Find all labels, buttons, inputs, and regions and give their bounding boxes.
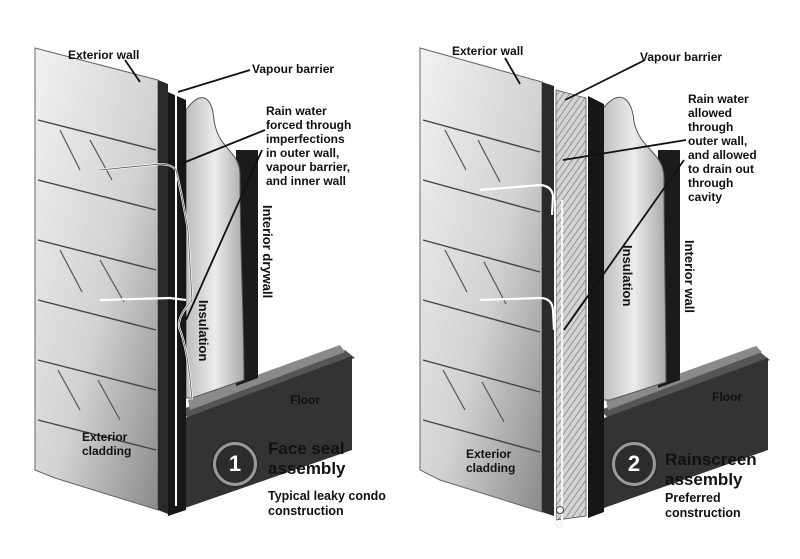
floor-slab-2	[600, 352, 770, 420]
leader-lines-2	[504, 57, 687, 331]
rain-streaks-2	[442, 129, 507, 423]
number-badge-2: 2	[612, 442, 656, 486]
label-rain-water-2: Rain water allowed through outer wall, a…	[688, 92, 757, 204]
cladding-siding-lines-2	[422, 119, 541, 453]
label-vapour-barrier-1: Vapour barrier	[252, 62, 335, 76]
title-line1-2: Rainscreen	[665, 450, 757, 469]
rain-water-path-2	[479, 183, 556, 331]
drain-drip-2	[556, 506, 564, 514]
cladding-siding-lines-1	[37, 119, 157, 451]
subtitle-line1-1: Typical leaky condo	[268, 489, 386, 503]
leader-lines-1	[124, 59, 266, 321]
label-interior-drywall-1: Interior drywall	[260, 205, 275, 299]
label-insulation-1: Insulation	[196, 300, 211, 362]
label-vapour-barrier-2: Vapour barrier	[640, 50, 723, 64]
insulation-1	[185, 97, 245, 399]
subtitle-line2-2: construction	[665, 506, 741, 520]
label-floor-2: Floor	[712, 390, 742, 404]
floor-slab-1-top	[188, 345, 345, 410]
number-badge-1: 1	[213, 442, 257, 486]
subtitle-line1-2: Preferred	[665, 491, 721, 505]
label-exterior-cladding-1: Exterior cladding	[82, 430, 132, 458]
label-exterior-cladding-2: Exterior cladding	[466, 447, 516, 475]
label-exterior-wall-2: Exterior wall	[452, 44, 524, 58]
face-seal-assembly	[34, 47, 355, 516]
floor-slab-1	[180, 350, 355, 420]
exterior-cladding-2	[419, 47, 543, 513]
rain-streaks-1	[57, 129, 125, 421]
label-exterior-wall-1: Exterior wall	[68, 48, 140, 62]
rainscreen-assembly	[419, 47, 770, 530]
title-line1-1: Face seal	[268, 439, 345, 458]
inner-wall-2	[588, 96, 604, 518]
label-rain-water-1: Rain water forced through imperfections …	[266, 104, 352, 188]
label-floor-1: Floor	[290, 393, 320, 407]
subtitle-line2-1: construction	[268, 504, 344, 518]
drain-water-line-2	[554, 200, 563, 530]
exterior-wall-sheathing-1	[158, 80, 168, 514]
title-line2-2: assembly	[665, 470, 743, 489]
exterior-cladding-1	[34, 47, 159, 511]
label-insulation-2: Insulation	[620, 245, 635, 307]
title-line2-1: assembly	[268, 459, 346, 478]
label-interior-wall-2: Interior wall	[682, 240, 697, 313]
insulation-2	[601, 96, 667, 401]
floor-slab-2-top	[606, 346, 762, 410]
